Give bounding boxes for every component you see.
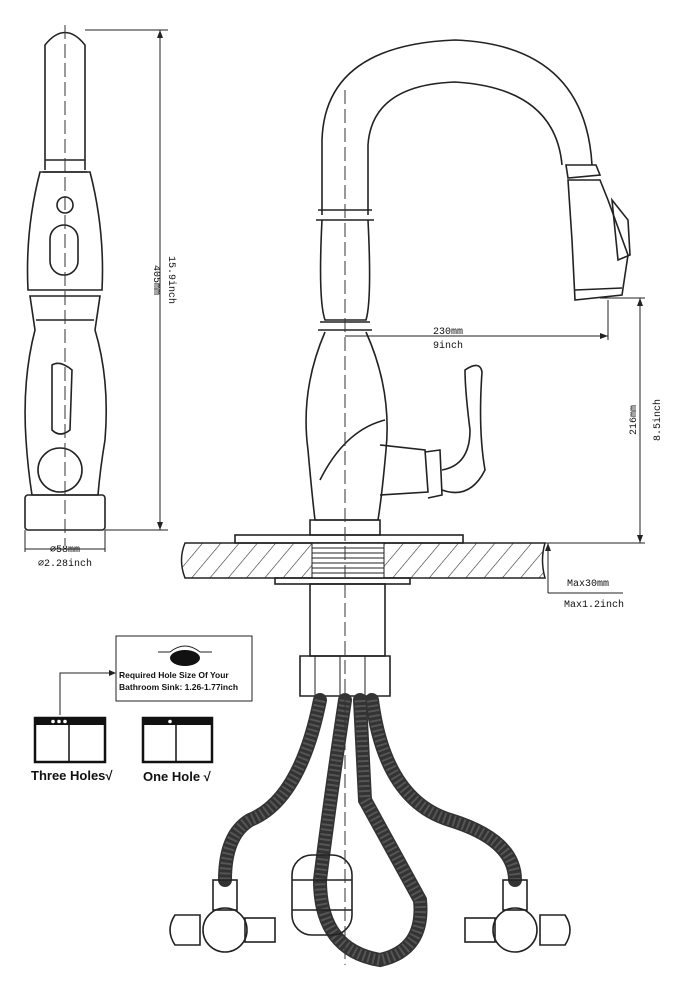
three-holes-label: Three Holes√ [31,768,113,783]
deck-thickness-dimension [545,543,623,594]
front-view-faucet [299,39,631,697]
hole-size-note [59,635,253,715]
three-holes-sink-icon [33,716,107,764]
reach-inch-label: 9inch [433,340,463,352]
hole-note-line2: Bathroom Sink: 1.26-1.77inch [119,682,238,692]
hose-weight [291,854,353,936]
side-base-dimension [24,530,106,552]
supply-hoses [218,693,522,968]
base-diameter-inch-label: ⌀2.28inch [38,558,92,570]
spout-height-dimension [545,297,645,544]
reach-mm-label: 230mm [433,327,463,338]
deck-max-inch-label: Max1.2inch [564,599,624,611]
hole-note-line1: Required Hole Size Of Your [119,670,229,680]
reach-dimension [345,300,609,340]
one-hole-label: One Hole √ [143,769,212,784]
side-height-dimension [85,29,168,531]
spout-height-inch-label: 8.5inch [652,399,664,441]
spout-height-mm-label: 216mm [629,405,640,435]
side-view-faucet [24,25,108,545]
deck-max-mm-label: Max30mm [567,579,609,590]
base-diameter-mm-label: ⌀58mm [50,545,80,556]
countertop-section [180,534,547,585]
side-height-inch-label: 15.9inch [165,256,177,304]
right-angle-valve [464,879,571,953]
left-angle-valve [169,879,276,953]
side-height-mm-label: 405mm [150,265,161,295]
one-hole-sink-icon [141,716,214,764]
